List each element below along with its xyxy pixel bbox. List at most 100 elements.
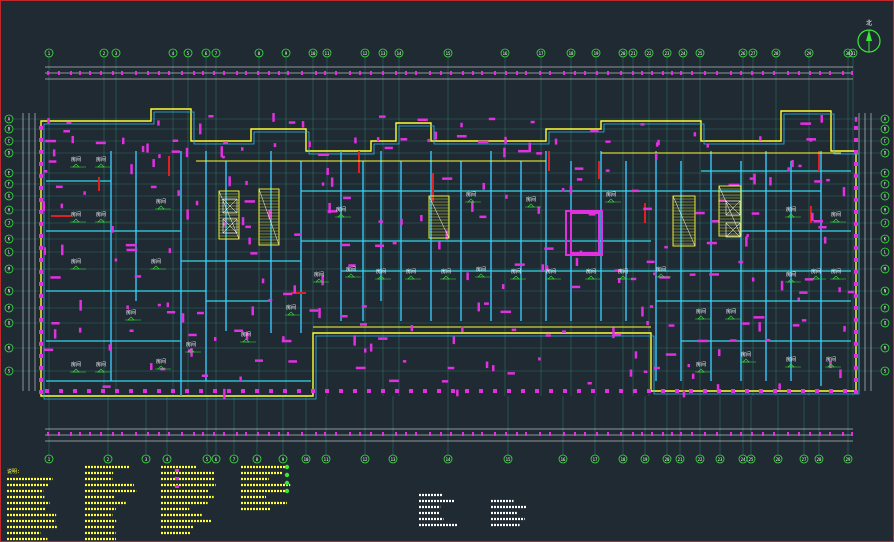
structural-column: [51, 322, 60, 325]
dimension-tick: [671, 71, 673, 75]
structural-column: [389, 379, 399, 383]
dimension-tick: [415, 432, 417, 436]
legend-dot: [284, 480, 290, 486]
dimension-tick: [819, 71, 821, 75]
dimension-tick: [716, 71, 718, 75]
room-label: 房间: [726, 308, 736, 315]
perimeter-column: [39, 378, 43, 382]
perimeter-column: [493, 389, 497, 393]
perimeter-column: [437, 389, 441, 393]
dimension-tick: [730, 71, 732, 75]
axis-bubble: [880, 247, 890, 257]
structural-column: [354, 137, 357, 144]
structural-column: [759, 136, 762, 141]
structural-column: [687, 364, 690, 368]
dimension-tick: [278, 432, 280, 436]
dimension-tick: [462, 432, 464, 436]
dimension-tick: [257, 71, 259, 75]
structural-column: [826, 178, 830, 182]
structural-column: [341, 243, 351, 247]
structural-column: [221, 155, 225, 159]
stair-cross: [258, 188, 280, 246]
structural-column: [691, 373, 695, 379]
structural-column: [787, 167, 790, 172]
dimension-tick: [450, 71, 452, 75]
structural-column: [758, 322, 761, 332]
perimeter-column: [325, 389, 329, 393]
structural-column: [742, 322, 750, 325]
room-label: 房间: [96, 211, 106, 218]
perimeter-column: [577, 389, 581, 393]
axis-label: J: [884, 221, 886, 226]
level-mark: [512, 275, 520, 280]
structural-column: [544, 247, 554, 250]
structural-column: [500, 310, 512, 314]
structural-column: [634, 351, 638, 359]
axis-bubble: [628, 48, 638, 58]
structural-column: [575, 257, 579, 266]
structural-column: [706, 144, 709, 148]
axis-bubble: [4, 148, 14, 158]
axis-bubble: [880, 366, 890, 376]
axis-label: G: [884, 194, 887, 199]
perimeter-column: [854, 378, 858, 382]
structural-column: [479, 215, 487, 219]
structural-column: [765, 338, 771, 342]
perimeter-column: [311, 389, 315, 393]
dimension-tick: [829, 432, 831, 436]
dimension-tick: [135, 432, 137, 436]
perimeter-column: [39, 126, 43, 130]
axis-bubble: [4, 366, 14, 376]
structural-column: [78, 327, 82, 333]
axis-bubble: [4, 179, 14, 189]
axis-bubble: [4, 343, 14, 353]
axis-label: 1: [48, 51, 51, 56]
dimension-tick: [651, 71, 653, 75]
dimension-tick: [202, 71, 204, 75]
axis-label: 5: [206, 457, 209, 462]
axis-bubble: [4, 205, 14, 215]
perimeter-column: [213, 389, 217, 393]
structural-column: [340, 315, 348, 318]
perimeter-column: [39, 162, 43, 166]
structural-column: [769, 177, 772, 186]
structural-column: [326, 167, 329, 175]
structural-column: [199, 123, 202, 135]
structural-column: [197, 311, 204, 315]
perimeter-column: [854, 330, 858, 334]
perimeter-column: [703, 389, 707, 393]
structural-column: [327, 210, 338, 213]
axis-label: A: [884, 117, 887, 122]
dimension-tick: [301, 71, 303, 75]
room-label: 房间: [466, 191, 476, 198]
structural-column: [511, 328, 517, 332]
structural-column: [653, 366, 660, 370]
structural-column: [417, 118, 428, 121]
perimeter-column: [39, 246, 43, 250]
dimension-tick: [370, 71, 372, 75]
axis-label: 4: [166, 457, 169, 462]
level-mark: [97, 368, 105, 373]
axis-label: S: [884, 369, 887, 374]
structural-column: [134, 275, 142, 278]
dimension-tick: [315, 71, 317, 75]
axis-bubble: [4, 318, 14, 328]
dimension-tick: [584, 71, 586, 75]
structural-column: [273, 143, 277, 148]
dimension-tick: [563, 432, 565, 436]
structural-column: [518, 149, 529, 153]
perimeter-column: [591, 389, 595, 393]
perimeter-column: [73, 389, 77, 393]
legend-dot: [284, 464, 290, 470]
axis-label: 31: [851, 51, 856, 56]
dimension-tick: [819, 432, 821, 436]
room-label: 房间: [696, 308, 706, 315]
structural-column: [806, 138, 816, 141]
dimension-tick: [798, 432, 800, 436]
dimension-tick: [158, 71, 160, 75]
axis-label: L: [884, 250, 887, 255]
axis-label: 23: [665, 51, 670, 56]
room-label: 房间: [696, 361, 706, 368]
